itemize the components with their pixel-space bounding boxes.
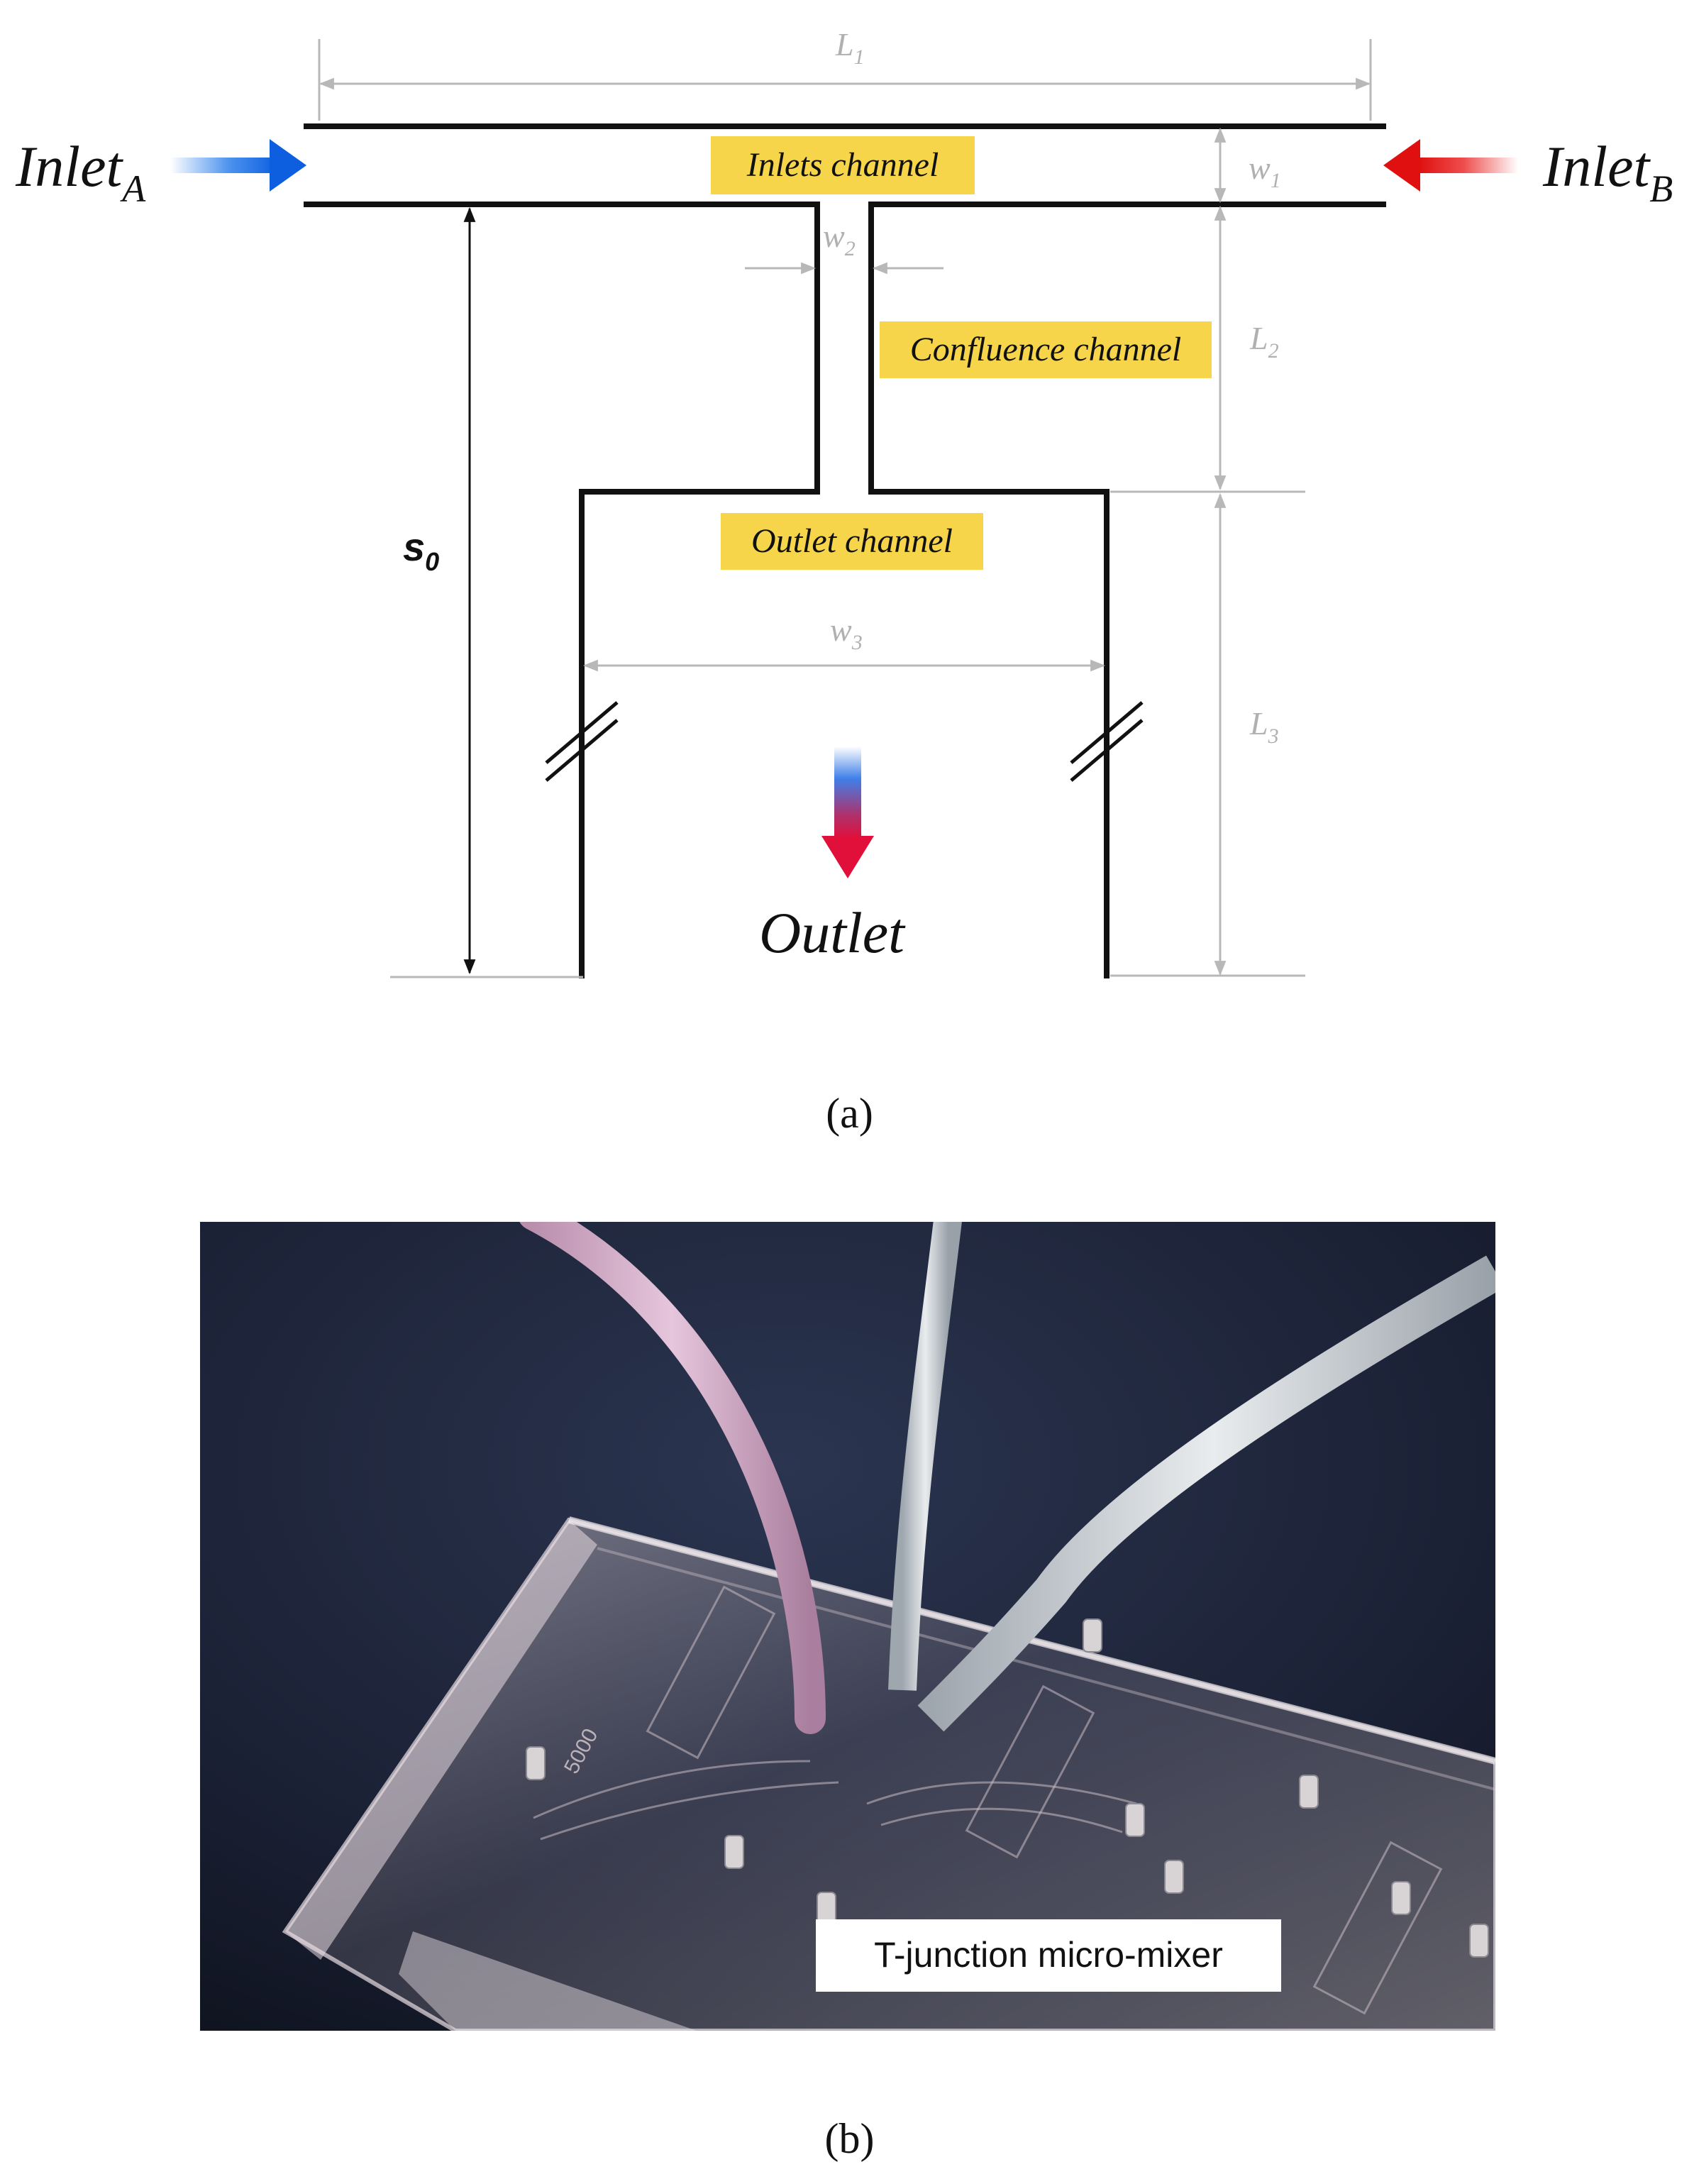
inlet-a-label: InletA: [15, 134, 146, 210]
inlet-b-label-base: Inlet: [1542, 134, 1651, 199]
L1-label-base: L: [835, 26, 854, 62]
right-tube: [917, 1255, 1495, 1732]
mixer-channel-patterns: [533, 1585, 1443, 2015]
photo-label: T-junction micro-mixer: [874, 1935, 1223, 1975]
w3-label-sub: 3: [851, 631, 863, 654]
confluence-channel-label: Confluence channel: [910, 331, 1182, 368]
dimension-lines: [318, 39, 1372, 978]
w3-label-base: w: [830, 612, 852, 648]
t-junction-schematic: InletA InletB Outlet Inlets channel Conf…: [15, 26, 1673, 978]
outlet-channel-highlight: [721, 513, 983, 570]
w2-label: w2: [823, 218, 856, 260]
w1-label: w1: [1249, 150, 1281, 192]
inlet-a-arrow: [170, 139, 306, 192]
s0-label-sub: 0: [425, 547, 439, 576]
channel-walls: [304, 123, 1386, 978]
confluence-channel-highlight: [880, 321, 1212, 378]
L2-label-sub: 2: [1268, 339, 1279, 363]
w1-label-sub: 1: [1271, 169, 1281, 192]
photo-label-box: [816, 1919, 1281, 1992]
pink-tube: [519, 1222, 826, 1734]
outlet-channel-label: Outlet channel: [751, 522, 953, 560]
L1-label-sub: 1: [854, 45, 865, 69]
s0-label: s0: [403, 524, 439, 576]
w2-label-base: w: [823, 218, 845, 254]
inlets-channel-label: Inlets channel: [746, 146, 939, 184]
break-marks: [545, 701, 1144, 782]
caption-a: (a): [826, 1090, 873, 1137]
inlet-b-label-sub: B: [1649, 167, 1673, 210]
L2-label: L2: [1249, 320, 1279, 363]
inlets-channel-highlight: [711, 136, 975, 194]
caption-b: (b): [824, 2115, 875, 2162]
inlet-b-label: InletB: [1542, 134, 1673, 210]
outlet-label: Outlet: [759, 900, 906, 965]
w1-label-base: w: [1249, 150, 1271, 186]
center-tube: [888, 1222, 962, 1691]
w3-label: w3: [830, 612, 863, 654]
w2-label-sub: 2: [845, 237, 856, 260]
outlet-arrow: [821, 746, 874, 878]
s0-label-base: s: [403, 524, 425, 569]
L3-label-base: L: [1249, 705, 1268, 741]
inlets-channel-bottom-right-wall: [868, 202, 1386, 978]
inlet-b-arrow: [1383, 139, 1518, 192]
L3-label: L3: [1249, 705, 1279, 748]
inlets-channel-bottom-left-wall: [304, 202, 820, 978]
micro-mixer-photo: 5000 T-junction micro-mixer: [200, 1222, 1495, 2031]
acrylic-chip: [282, 1516, 1495, 2031]
L2-label-base: L: [1249, 320, 1268, 356]
port-pins: [526, 1618, 1489, 1958]
inlet-a-label-sub: A: [120, 167, 146, 210]
L3-label-sub: 3: [1268, 724, 1279, 748]
L1-label: L1: [835, 26, 865, 69]
inlet-a-label-base: Inlet: [15, 134, 123, 199]
